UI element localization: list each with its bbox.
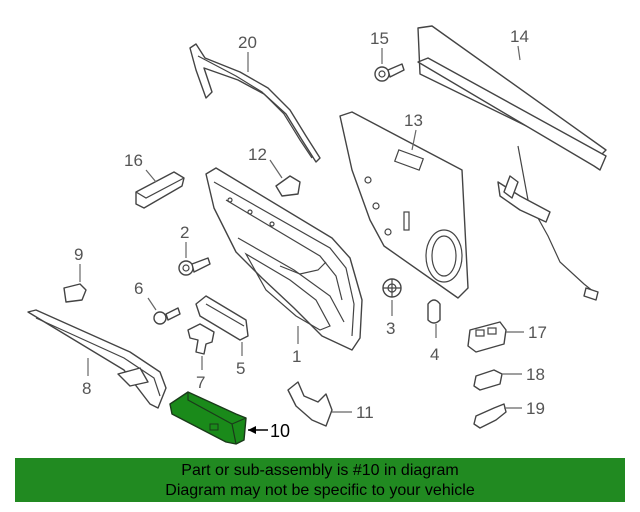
part-13-inner-panel[interactable] xyxy=(339,111,469,299)
part-15-bolt[interactable] xyxy=(374,63,405,82)
part-10-highlighted[interactable] xyxy=(169,391,247,445)
part-19-connector[interactable] xyxy=(473,403,507,429)
part-6-screw[interactable] xyxy=(153,307,181,325)
label-8: 8 xyxy=(82,379,91,398)
banner-line-2: Diagram may not be specific to your vehi… xyxy=(165,482,475,499)
label-17: 17 xyxy=(528,323,547,342)
part-14-sunshade[interactable] xyxy=(417,25,607,301)
part-18-connector[interactable] xyxy=(473,369,503,391)
leader-10-arrow xyxy=(248,426,256,434)
label-3: 3 xyxy=(386,319,395,338)
part-2-screw[interactable] xyxy=(178,257,211,276)
label-20: 20 xyxy=(238,33,257,52)
label-18: 18 xyxy=(526,365,545,384)
leader-6 xyxy=(147,297,157,311)
part-12-clip[interactable] xyxy=(275,175,301,197)
label-16: 16 xyxy=(124,151,143,170)
label-13: 13 xyxy=(404,111,423,130)
part-7-bracket[interactable] xyxy=(187,323,215,355)
label-11: 11 xyxy=(356,403,374,422)
leader-13 xyxy=(411,129,417,151)
part-16-pull-handle[interactable] xyxy=(135,171,185,209)
part-9-small-clip[interactable] xyxy=(63,283,87,303)
label-5: 5 xyxy=(236,359,245,378)
label-19: 19 xyxy=(526,399,545,418)
label-6: 6 xyxy=(134,279,143,298)
part-3-speaker[interactable] xyxy=(382,278,402,298)
part-11-lower-trim[interactable] xyxy=(287,381,333,427)
parts-diagram: 20 15 14 13 16 12 xyxy=(27,25,607,445)
label-4: 4 xyxy=(430,345,439,364)
label-1: 1 xyxy=(292,347,301,366)
leader-16 xyxy=(145,169,157,183)
part-8-trim-strip[interactable] xyxy=(27,309,167,409)
label-9: 9 xyxy=(74,245,83,264)
part-1-door-trim-panel[interactable] xyxy=(205,167,363,351)
label-10: 10 xyxy=(270,421,290,441)
part-20-window-channel[interactable] xyxy=(189,43,321,163)
label-14: 14 xyxy=(510,27,529,46)
info-banner: Part or sub-assembly is #10 in diagram D… xyxy=(15,458,625,502)
part-4-plug[interactable] xyxy=(427,299,441,324)
label-15: 15 xyxy=(370,29,389,48)
label-12: 12 xyxy=(248,145,267,164)
label-2: 2 xyxy=(180,223,189,242)
leader-14 xyxy=(517,45,521,61)
part-17-switch[interactable] xyxy=(467,321,507,353)
part-5-armrest-insert[interactable] xyxy=(195,295,249,341)
leader-12 xyxy=(269,159,283,179)
banner-line-1: Part or sub-assembly is #10 in diagram xyxy=(181,462,459,479)
label-7: 7 xyxy=(196,373,205,392)
